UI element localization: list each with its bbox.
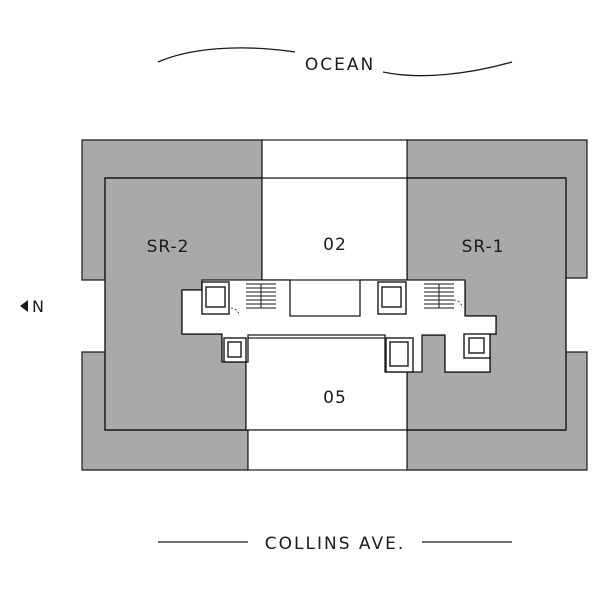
elevator-center-bottom xyxy=(385,337,414,373)
ocean-wave-right xyxy=(382,61,513,77)
ocean-label: OCEAN xyxy=(305,55,375,75)
elevator-left-top xyxy=(201,281,230,315)
unit-05 xyxy=(245,337,408,431)
elevator-right xyxy=(463,333,491,359)
door-swing-left xyxy=(230,307,240,317)
door-swing-right xyxy=(453,299,463,309)
terrace-top xyxy=(261,139,408,179)
north-label: N xyxy=(32,297,44,316)
unit-label-02: 02 xyxy=(323,235,347,255)
elevator-left-bottom xyxy=(223,337,247,363)
collins-ave-label: COLLINS AVE. xyxy=(265,534,405,554)
elevator-center-top xyxy=(377,281,407,315)
unit-label-05: 05 xyxy=(323,388,347,408)
stair-left xyxy=(246,283,276,309)
terrace-bottom xyxy=(247,429,408,471)
unit-label-sr1: SR-1 xyxy=(462,237,505,257)
north-arrow-icon xyxy=(20,300,28,312)
unit-label-sr2: SR-2 xyxy=(147,237,190,257)
unit-02 xyxy=(261,177,408,281)
ocean-wave-left xyxy=(157,47,296,63)
stair-right xyxy=(424,283,454,309)
